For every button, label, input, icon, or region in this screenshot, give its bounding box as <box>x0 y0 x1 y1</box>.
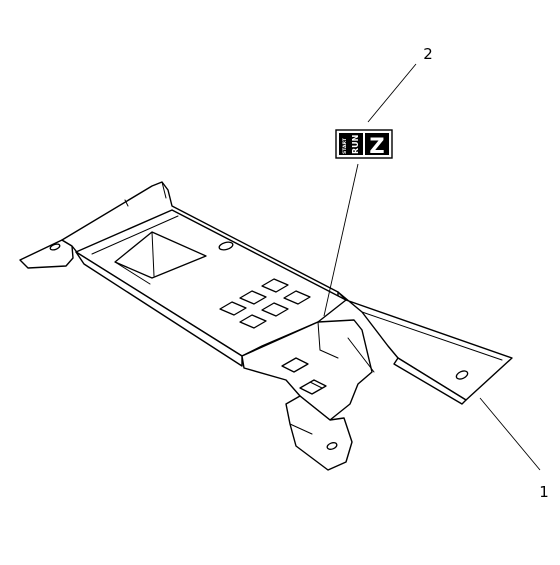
bracket-window <box>283 290 311 305</box>
decal-big-glyph: Z <box>369 134 384 158</box>
bracket-window-grid <box>219 278 311 329</box>
bracket-lower-foot-fold <box>289 423 313 435</box>
bracket-top-round-hole <box>218 241 234 251</box>
bracket-right-slot-hole <box>455 370 469 380</box>
bracket-left-slot-hole <box>49 243 61 251</box>
bracket-window <box>239 314 267 329</box>
decal-small-text: RUN <box>351 135 360 154</box>
bracket-lower-foot <box>285 395 353 471</box>
callout-1-leader <box>479 397 541 471</box>
bracket-left-flange <box>19 239 74 269</box>
bracket-part <box>19 181 513 471</box>
decal-left-panel <box>339 133 363 155</box>
bracket-window <box>261 302 289 317</box>
bracket-large-cutout-depth <box>114 231 155 285</box>
bracket-right-wing-inner <box>361 311 503 361</box>
decal-part: START RUN Z <box>335 129 393 159</box>
callout-2-leader-upper <box>367 63 417 123</box>
bracket-back-wall-fold <box>124 181 167 207</box>
callout-1-number: 1 <box>539 483 549 501</box>
decal-small-prefix: START <box>342 137 348 154</box>
bracket-window <box>261 278 289 293</box>
bracket-top-inner-line <box>91 215 179 255</box>
bracket-lower-window <box>281 357 309 373</box>
bracket-window <box>219 301 247 316</box>
callout-2-number: 2 <box>423 45 433 63</box>
bracket-lower-plate <box>241 319 373 421</box>
bracket-right-wing-lip <box>393 357 467 405</box>
bracket-window <box>239 290 267 305</box>
bracket-front-edge <box>75 251 243 367</box>
bracket-lower-plate-fold <box>317 321 375 373</box>
decal-right-panel <box>365 133 389 155</box>
callout-2-leader-lower <box>323 163 359 317</box>
bracket-lower-window-detail <box>309 381 323 389</box>
bracket-lower-foot-hole <box>326 442 338 450</box>
bracket-lower-window <box>299 379 327 395</box>
bracket-large-cutout <box>114 231 207 279</box>
